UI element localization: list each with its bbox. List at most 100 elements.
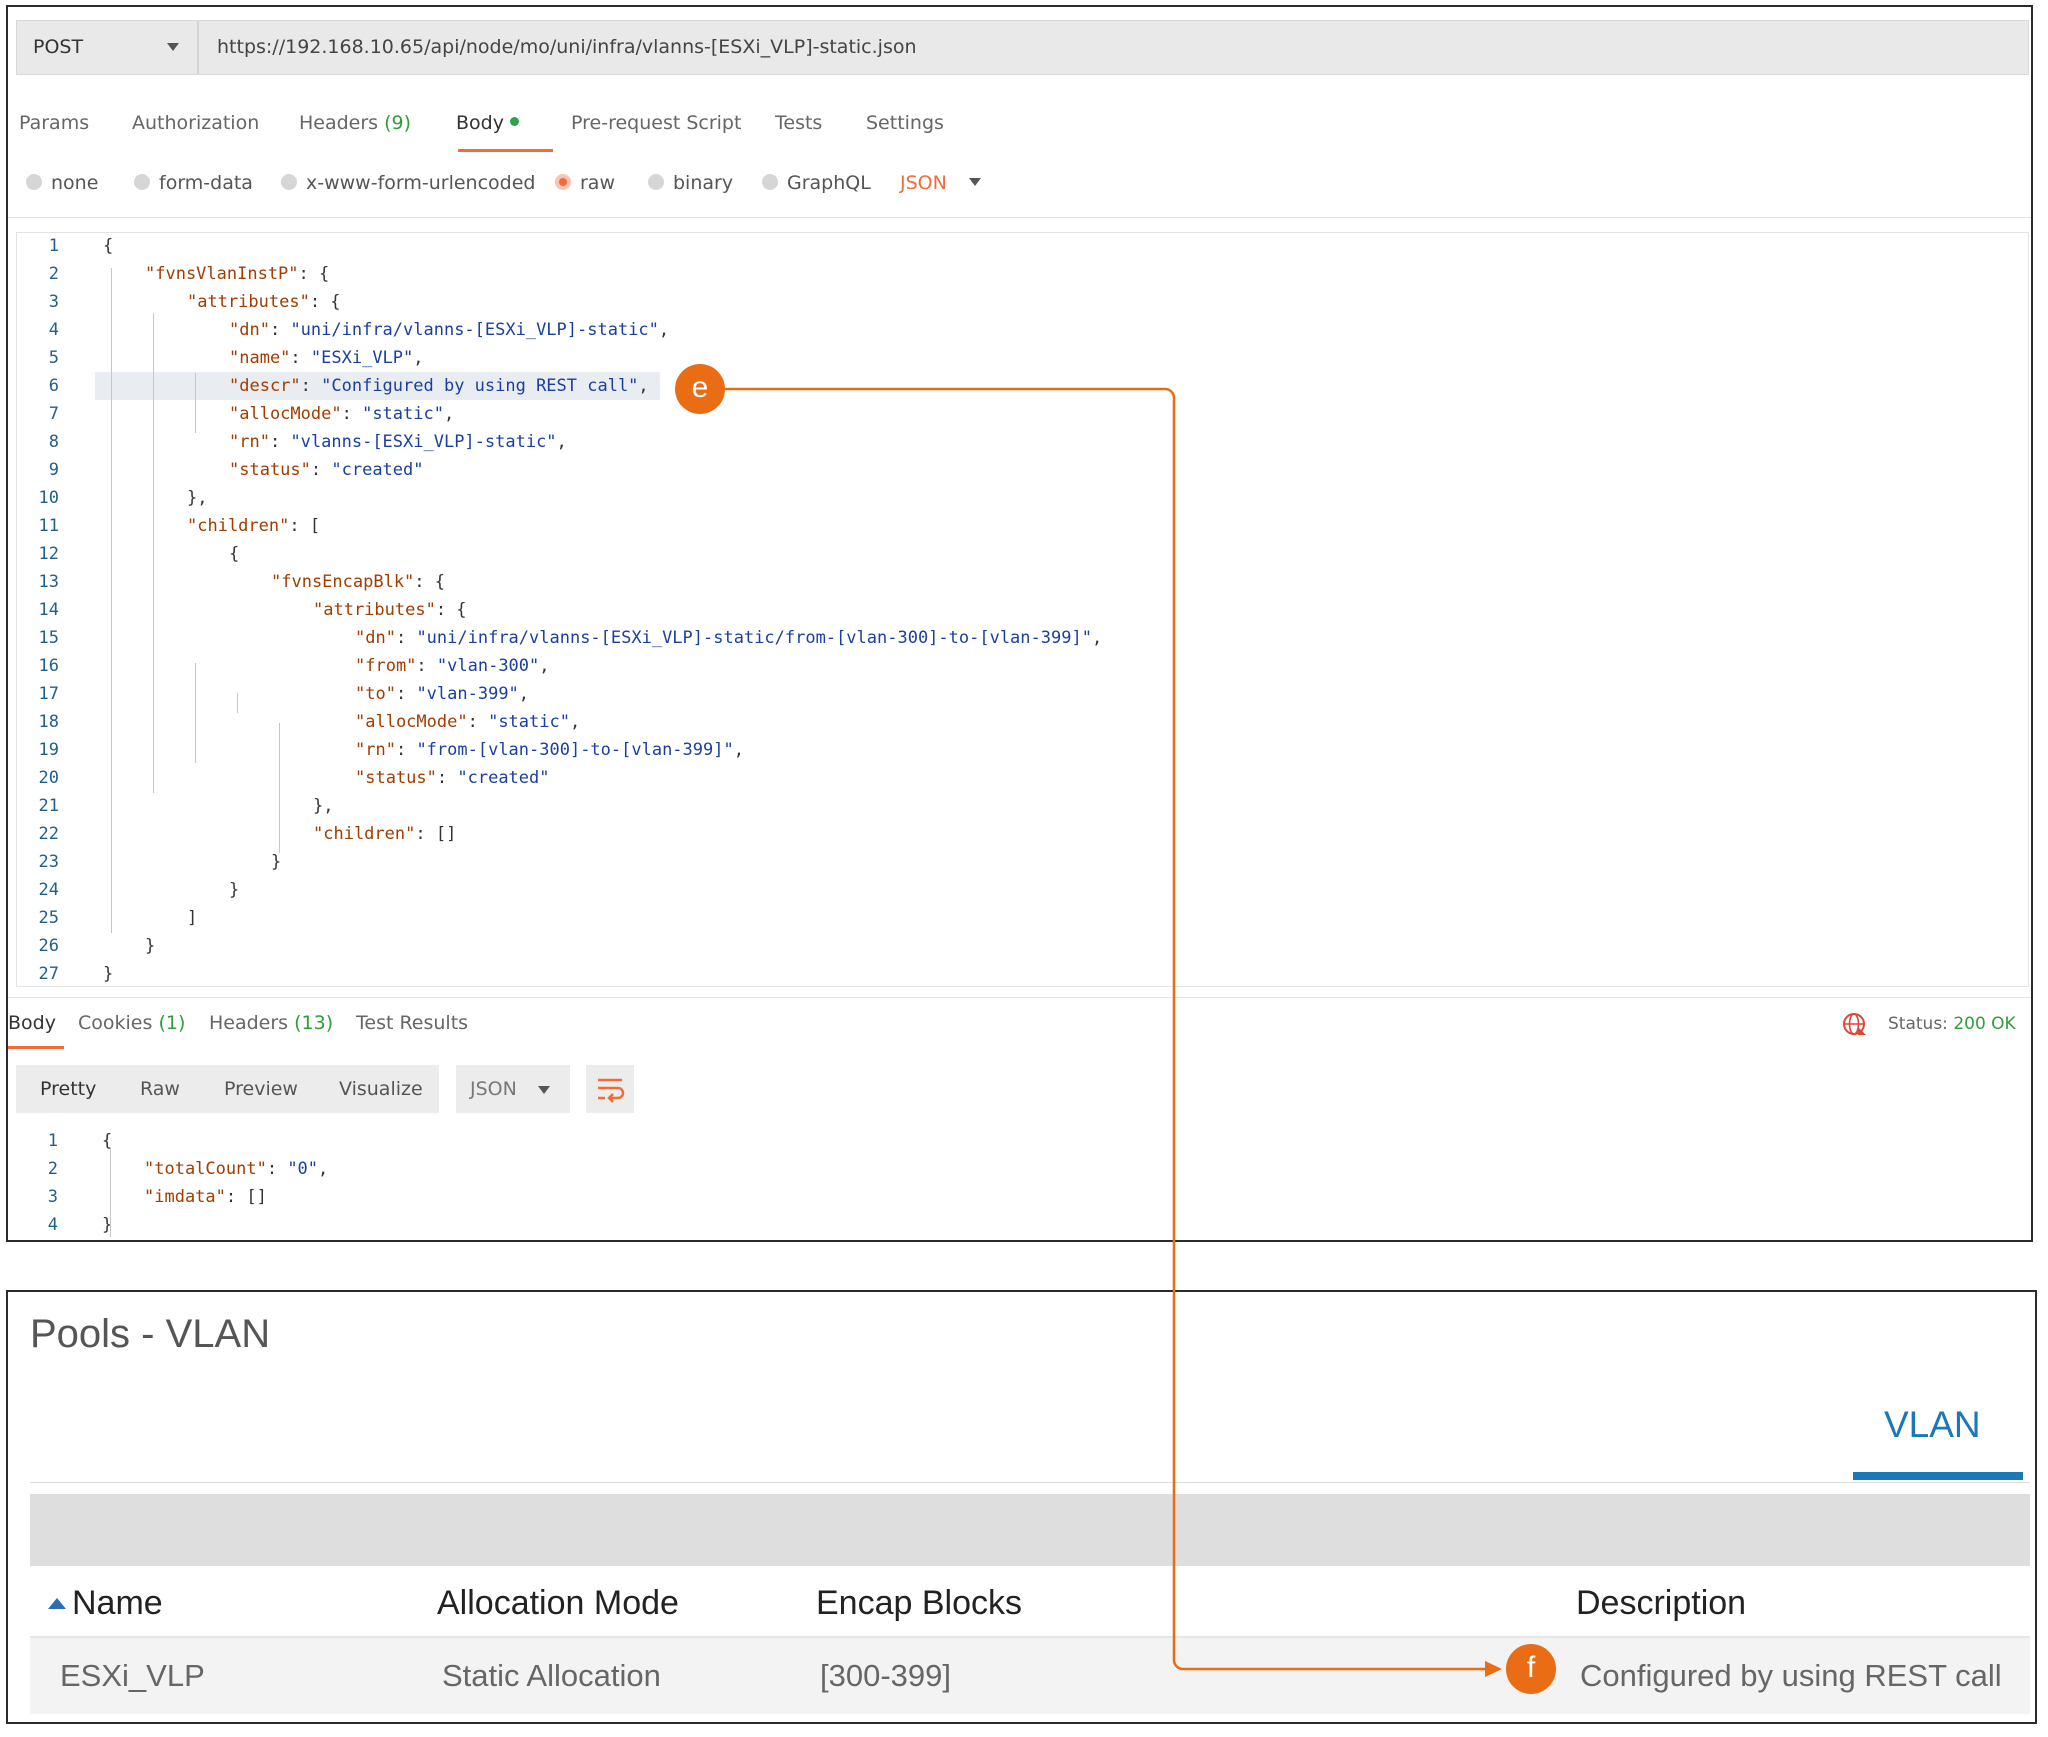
line-number: 24 xyxy=(38,880,59,900)
code-line: 27} xyxy=(17,960,2028,986)
modified-dot-icon xyxy=(509,117,519,126)
code-line: 3"imdata": [] xyxy=(16,1183,2027,1211)
page-title: Pools - VLAN xyxy=(30,1312,271,1356)
method-select[interactable]: POST xyxy=(17,21,199,74)
line-number: 25 xyxy=(38,908,59,928)
headers-count: (9) xyxy=(384,112,412,134)
tab-params[interactable]: Params xyxy=(19,112,90,134)
code-text: "attributes": { xyxy=(313,600,467,620)
code-text: { xyxy=(102,1131,113,1151)
line-number: 6 xyxy=(48,376,59,396)
method-label: POST xyxy=(33,36,84,58)
body-format-select[interactable]: JSON xyxy=(900,172,981,194)
active-tab-indicator xyxy=(1853,1472,2023,1480)
radio-binary[interactable]: binary xyxy=(648,172,733,194)
code-line: 1{ xyxy=(17,233,2028,260)
radio-raw[interactable]: raw xyxy=(555,172,615,194)
wrap-lines-button[interactable] xyxy=(586,1065,634,1113)
radio-none[interactable]: none xyxy=(26,172,98,194)
line-number: 1 xyxy=(48,236,59,256)
indent-guide xyxy=(153,313,154,633)
code-text: "name": "ESXi_VLP", xyxy=(229,348,424,368)
line-number: 21 xyxy=(38,796,59,816)
sort-ascending-icon[interactable] xyxy=(48,1598,66,1609)
radio-graphql[interactable]: GraphQL xyxy=(762,172,871,194)
indent-guide xyxy=(111,268,112,933)
callout-badge-e: e xyxy=(675,364,725,414)
tab-response-headers[interactable]: Headers (13) xyxy=(209,1012,334,1034)
indent-guide xyxy=(195,663,196,763)
line-number: 2 xyxy=(47,1159,58,1179)
code-line: 5"name": "ESXi_VLP", xyxy=(17,344,2028,372)
response-format-select[interactable]: JSON xyxy=(456,1065,570,1113)
line-number: 7 xyxy=(48,404,59,424)
tab-settings[interactable]: Settings xyxy=(866,112,944,134)
radio-urlencoded[interactable]: x-www-form-urlencoded xyxy=(281,172,535,194)
indent-guide xyxy=(110,1149,111,1237)
line-number: 2 xyxy=(48,264,59,284)
code-line: 21}, xyxy=(17,792,2028,820)
code-text: }, xyxy=(313,796,334,816)
tab-pre-request-script[interactable]: Pre-request Script xyxy=(571,112,742,134)
code-text: "fvnsVlanInstP": { xyxy=(145,264,330,284)
chevron-down-icon xyxy=(538,1086,550,1094)
column-name[interactable]: Name xyxy=(72,1584,163,1622)
line-number: 18 xyxy=(38,712,59,732)
code-line: 25] xyxy=(17,904,2028,932)
tab-test-results[interactable]: Test Results xyxy=(356,1012,469,1034)
request-bar: POST https://192.168.10.65/api/node/mo/u… xyxy=(16,20,2029,75)
view-mode-segmented: Pretty Raw Preview Visualize xyxy=(16,1065,439,1113)
indent-guide xyxy=(279,723,280,853)
view-preview[interactable]: Preview xyxy=(224,1078,298,1100)
tab-cookies[interactable]: Cookies (1) xyxy=(78,1012,186,1034)
table-toolbar xyxy=(30,1494,2030,1566)
url-input[interactable]: https://192.168.10.65/api/node/mo/uni/in… xyxy=(217,36,917,58)
view-raw[interactable]: Raw xyxy=(140,1078,180,1100)
code-text: "rn": "vlanns-[ESXi_VLP]-static", xyxy=(229,432,567,452)
tab-body[interactable]: Body xyxy=(456,112,519,134)
indent-guide xyxy=(195,373,196,433)
cookies-count: (1) xyxy=(158,1012,186,1034)
line-number: 4 xyxy=(47,1215,58,1235)
indent-guide xyxy=(153,633,154,793)
code-line: 2"totalCount": "0", xyxy=(16,1155,2027,1183)
tab-authorization[interactable]: Authorization xyxy=(132,112,260,134)
line-number: 19 xyxy=(38,740,59,760)
code-line: 22"children": [] xyxy=(17,820,2028,848)
code-line: 19"rn": "from-[vlan-300]-to-[vlan-399]", xyxy=(17,736,2028,764)
code-text: "allocMode": "static", xyxy=(229,404,455,424)
table-row[interactable]: ESXi_VLP Static Allocation [300-399] Con… xyxy=(30,1638,2030,1714)
code-text: } xyxy=(271,852,282,872)
code-text: "to": "vlan-399", xyxy=(355,684,530,704)
divider xyxy=(30,1482,2030,1483)
cell-encap-blocks: [300-399] xyxy=(820,1658,951,1693)
active-tab-indicator xyxy=(458,149,553,152)
callout-badge-f: f xyxy=(1506,1644,1556,1694)
response-body-viewer[interactable]: 1{2"totalCount": "0",3"imdata": []4} xyxy=(16,1127,916,1240)
globe-network-icon[interactable] xyxy=(1842,1011,1868,1037)
line-number: 13 xyxy=(38,572,59,592)
radio-form-data[interactable]: form-data xyxy=(134,172,253,194)
view-pretty[interactable]: Pretty xyxy=(40,1078,97,1100)
code-line: 3"attributes": { xyxy=(17,288,2028,316)
tab-vlan[interactable]: VLAN xyxy=(1884,1404,1981,1445)
tab-tests[interactable]: Tests xyxy=(775,112,823,134)
column-allocation-mode[interactable]: Allocation Mode xyxy=(437,1584,679,1622)
line-number: 26 xyxy=(38,936,59,956)
code-text: "dn": "uni/infra/vlanns-[ESXi_VLP]-stati… xyxy=(355,628,1103,648)
column-encap-blocks[interactable]: Encap Blocks xyxy=(816,1584,1022,1622)
request-body-editor[interactable]: 1{2"fvnsVlanInstP": {3"attributes": {4"d… xyxy=(16,232,2029,987)
view-visualize[interactable]: Visualize xyxy=(339,1078,423,1100)
column-description[interactable]: Description xyxy=(1576,1584,1747,1622)
tab-response-body[interactable]: Body xyxy=(8,1012,56,1034)
line-number: 22 xyxy=(38,824,59,844)
code-line: 24} xyxy=(17,876,2028,904)
divider xyxy=(8,217,2031,218)
code-line: 15"dn": "uni/infra/vlanns-[ESXi_VLP]-sta… xyxy=(17,624,2028,652)
tab-headers[interactable]: Headers (9) xyxy=(299,112,412,134)
code-text: ] xyxy=(187,908,198,928)
cell-name: ESXi_VLP xyxy=(60,1658,205,1693)
code-line: 18"allocMode": "static", xyxy=(17,708,2028,736)
code-line: 1{ xyxy=(16,1127,2027,1155)
code-text: "fvnsEncapBlk": { xyxy=(271,572,446,592)
